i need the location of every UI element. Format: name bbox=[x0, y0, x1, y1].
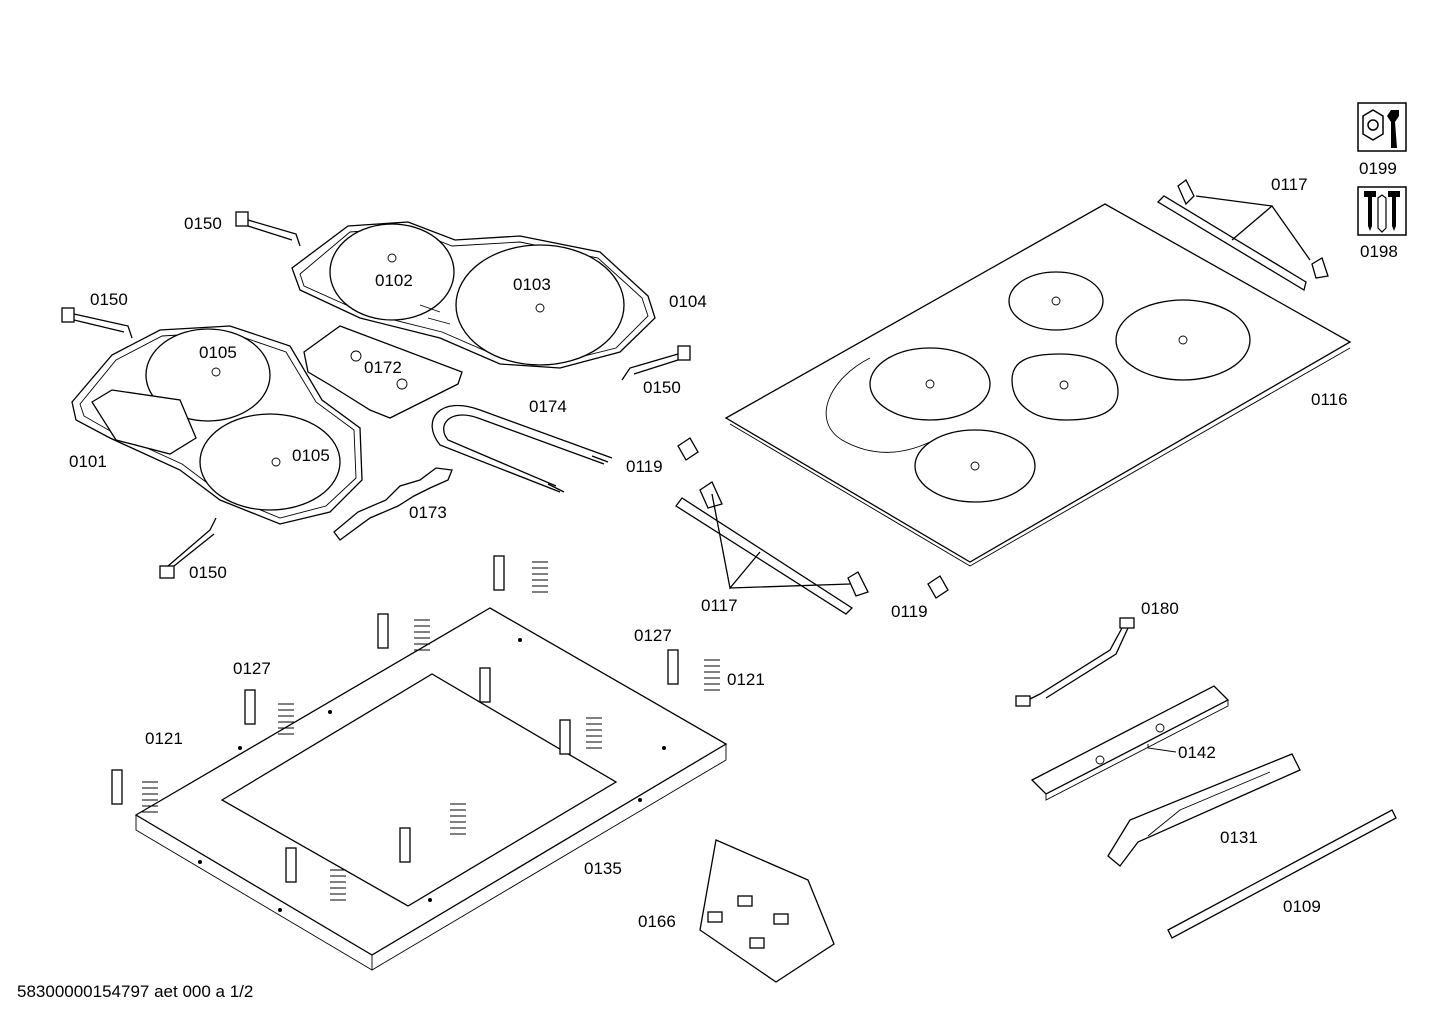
document-footer: 58300000154797 aet 000 a 1/2 bbox=[17, 982, 254, 1001]
coil-carrier-lower bbox=[71, 325, 363, 525]
label-0121: 0121 bbox=[727, 670, 765, 689]
mounting-rails bbox=[675, 179, 1329, 615]
label-0142: 0142 bbox=[1178, 743, 1216, 762]
label-0150: 0150 bbox=[189, 563, 227, 582]
label-0117: 0117 bbox=[701, 596, 738, 615]
support-strip bbox=[1167, 809, 1397, 939]
label-0174: 0174 bbox=[529, 397, 567, 416]
label-0150: 0150 bbox=[90, 290, 128, 309]
label-0127: 0127 bbox=[634, 626, 672, 645]
label-0166: 0166 bbox=[638, 912, 676, 931]
clips-0119 bbox=[677, 437, 949, 599]
label-0173: 0173 bbox=[409, 503, 447, 522]
label-0104: 0104 bbox=[669, 292, 707, 311]
label-0198: 0198 bbox=[1360, 242, 1398, 261]
label-0105: 0105 bbox=[292, 446, 330, 465]
control-board bbox=[1030, 685, 1230, 801]
glass-ceramic-top bbox=[724, 203, 1352, 567]
cables-0150 bbox=[61, 211, 691, 579]
screws-icon bbox=[1357, 186, 1407, 236]
label-0105: 0105 bbox=[199, 343, 237, 362]
label-0135: 0135 bbox=[584, 859, 622, 878]
label-0180: 0180 bbox=[1141, 599, 1179, 618]
bracket-kit bbox=[699, 839, 835, 983]
label-0127: 0127 bbox=[233, 659, 271, 678]
label-0103: 0103 bbox=[513, 275, 551, 294]
label-0121: 0121 bbox=[145, 729, 183, 748]
heating-loop bbox=[431, 404, 613, 493]
label-0102: 0102 bbox=[375, 271, 413, 290]
label-0101: 0101 bbox=[69, 452, 107, 471]
label-0131: 0131 bbox=[1220, 828, 1258, 847]
clip-strip bbox=[333, 467, 453, 541]
ribbon-cable bbox=[1015, 617, 1135, 707]
leader-lines bbox=[1147, 744, 1177, 753]
label-0150: 0150 bbox=[643, 378, 681, 397]
feet-and-springs bbox=[111, 555, 720, 901]
shield-plate bbox=[303, 325, 463, 419]
label-0199: 0199 bbox=[1359, 159, 1397, 178]
label-0119: 0119 bbox=[626, 457, 663, 476]
label-0116: 0116 bbox=[1311, 390, 1348, 409]
coil-carrier-upper bbox=[291, 221, 656, 369]
label-0119: 0119 bbox=[891, 602, 928, 621]
label-0172: 0172 bbox=[364, 358, 402, 377]
board-holder bbox=[1107, 753, 1301, 867]
base-tray bbox=[134, 607, 728, 971]
label-0150: 0150 bbox=[184, 214, 222, 233]
label-0109: 0109 bbox=[1283, 897, 1321, 916]
label-0117: 0117 bbox=[1271, 175, 1308, 194]
wrench-nut-icon bbox=[1357, 102, 1407, 152]
